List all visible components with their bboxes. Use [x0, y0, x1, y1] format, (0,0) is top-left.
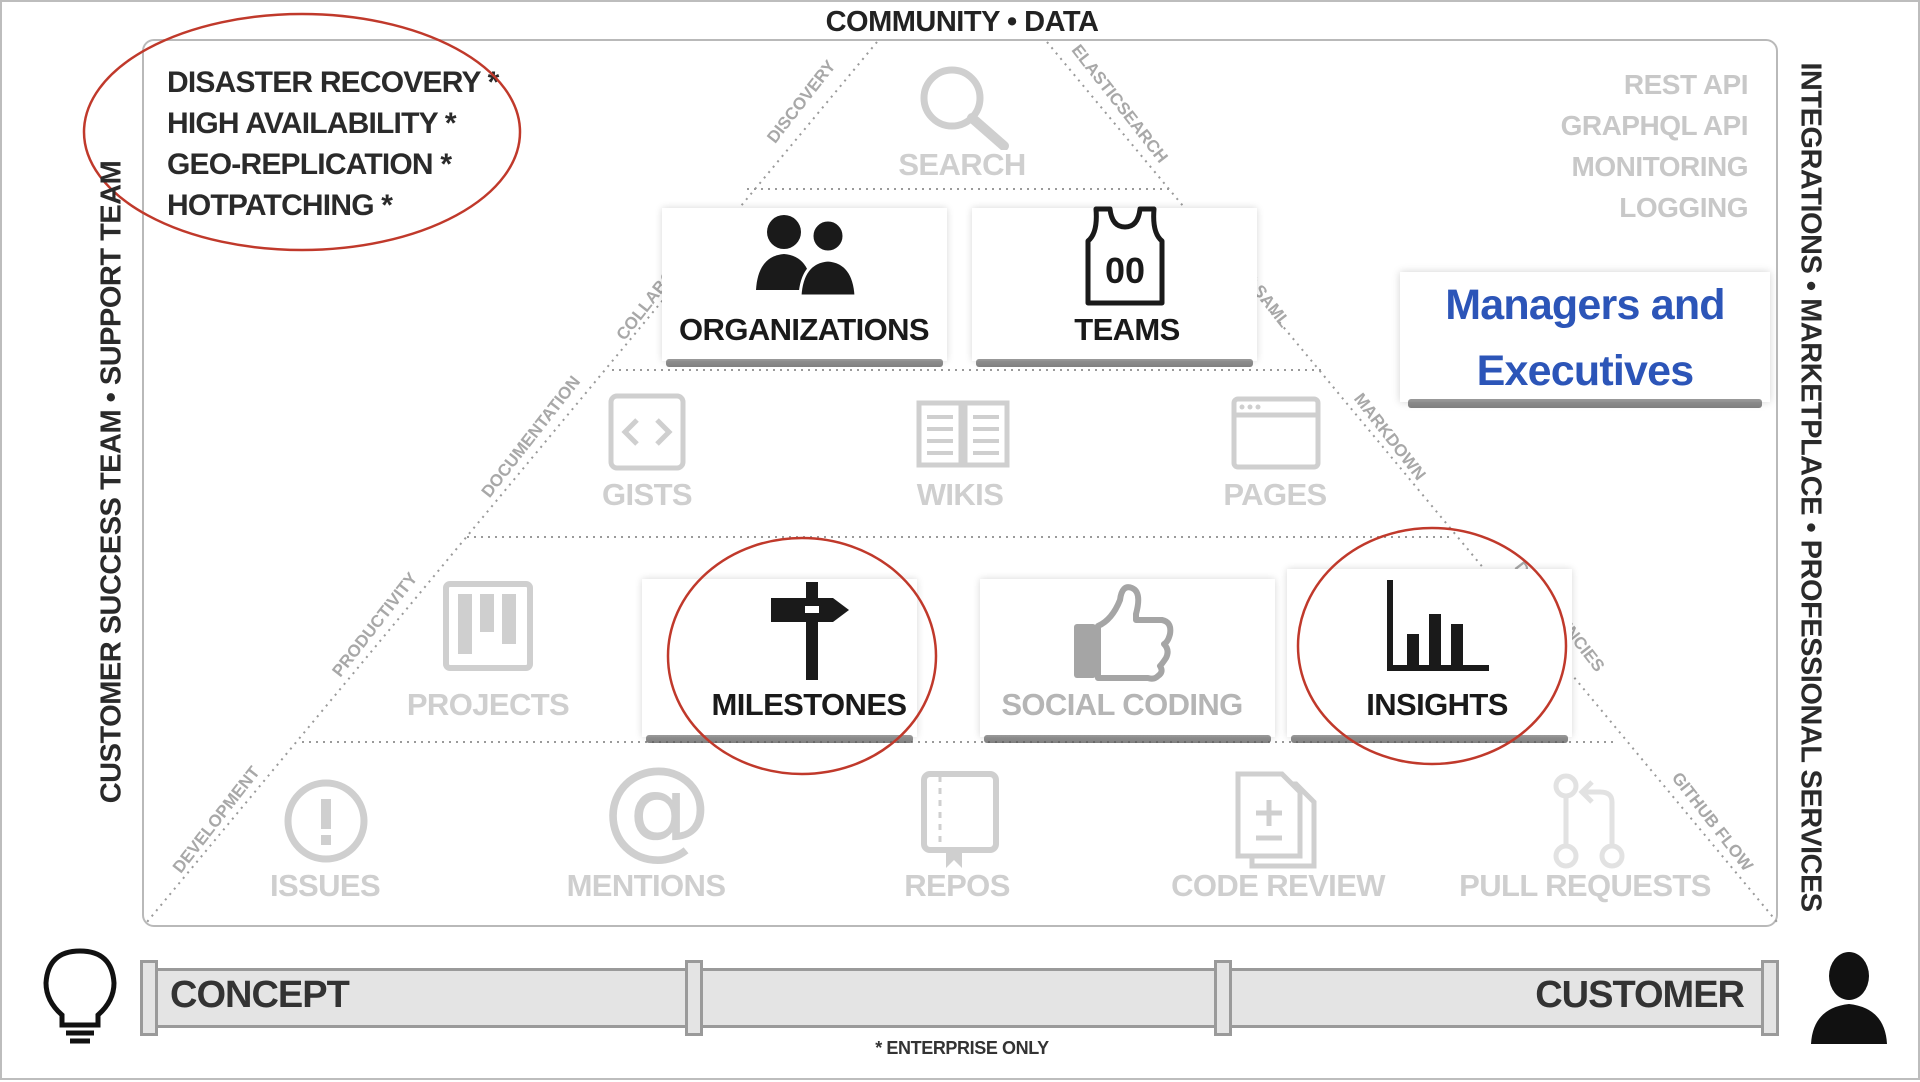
- item-milestones-label: MILESTONES: [711, 687, 908, 722]
- feature-monitoring: MONITORING: [1571, 151, 1749, 182]
- left-vertical-label: CUSTOMER SUCCESS TEAM • SUPPORT TEAM: [95, 160, 128, 804]
- feature-geo-replication: GEO-REPLICATION *: [167, 148, 452, 181]
- card-underline: [666, 359, 943, 367]
- item-projects-label: PROJECTS: [406, 687, 570, 722]
- item-repos-label: REPOS: [904, 868, 1010, 903]
- book-icon: [916, 400, 1010, 468]
- item-organizations-label: ORGANIZATIONS: [679, 312, 930, 347]
- diff-icon: [1235, 771, 1317, 869]
- project-board-icon: [443, 581, 533, 671]
- right-vertical-label: INTEGRATIONS • MARKETPLACE • PROFESSIONA…: [1794, 62, 1827, 912]
- issue-icon: [284, 779, 368, 863]
- audience-card-underline: [1408, 399, 1762, 408]
- audience-card: Managers and Executives: [1400, 272, 1770, 408]
- bar-graph-icon: [1387, 580, 1489, 671]
- lightbulb-icon: [43, 948, 117, 1044]
- card-underline: [984, 735, 1271, 743]
- feature-high-availability: HIGH AVAILABILITY *: [167, 107, 457, 140]
- timeline-cap-start: [140, 960, 158, 1036]
- timeline-cap-2: [1214, 960, 1232, 1036]
- feature-hotpatching: HOTPATCHING *: [167, 189, 393, 222]
- insights-highlight-circle: [1296, 526, 1568, 766]
- pull-request-icon: [1553, 773, 1625, 869]
- item-social-coding-label: SOCIAL CODING: [1001, 687, 1243, 722]
- card-underline: [1291, 735, 1568, 743]
- item-pages-label: PAGES: [1223, 477, 1327, 512]
- thumbs-up-icon: [1074, 584, 1174, 682]
- browser-icon: [1231, 396, 1321, 470]
- item-pull-requests-label: PULL REQUESTS: [1459, 868, 1711, 903]
- feature-disaster-recovery: DISASTER RECOVERY *: [167, 66, 499, 99]
- item-search-label: SEARCH: [898, 147, 1026, 182]
- search-icon: [920, 66, 1009, 150]
- signpost-icon: [771, 582, 849, 680]
- people-icon: [756, 215, 858, 297]
- item-code-review-label: CODE REVIEW: [1171, 868, 1385, 903]
- person-icon: [1811, 952, 1887, 1044]
- timeline-end-label: CUSTOMER: [1535, 974, 1745, 1016]
- timeline-bar: [144, 968, 1774, 1028]
- audience-line-1: Managers and: [1445, 281, 1725, 329]
- repo-icon: [921, 771, 999, 868]
- audience-line-2: Executives: [1476, 347, 1695, 395]
- item-issues-label: ISSUES: [269, 868, 381, 903]
- feature-logging: LOGGING: [1619, 192, 1748, 223]
- item-wikis-label: WIKIS: [916, 477, 1004, 512]
- enterprise-highlight-circle: [82, 12, 522, 252]
- item-mentions-label: MENTIONS: [566, 868, 726, 903]
- item-teams-label: TEAMS: [1074, 312, 1180, 347]
- timeline-start-label: CONCEPT: [170, 974, 350, 1016]
- feature-rest-api: REST API: [1623, 69, 1749, 100]
- timeline-cap-1: [685, 960, 703, 1036]
- footnote: * ENTERPRISE ONLY: [875, 1038, 1049, 1058]
- card-underline: [976, 359, 1253, 367]
- jersey-icon: 00: [1085, 206, 1165, 306]
- pyramid-frame: [142, 39, 1778, 927]
- feature-graphql-api: GRAPHQL API: [1560, 110, 1749, 141]
- card-underline: [646, 735, 913, 743]
- item-insights-label: INSIGHTS: [1366, 687, 1508, 722]
- timeline-cap-end: [1761, 960, 1779, 1036]
- milestones-highlight-circle: [666, 536, 938, 776]
- top-title: COMMUNITY • DATA: [825, 6, 1099, 38]
- code-icon: [608, 393, 686, 471]
- svg-text:00: 00: [1105, 250, 1145, 291]
- at-sign-icon: @: [602, 743, 712, 871]
- item-gists-label: GISTS: [601, 477, 693, 512]
- enterprise-features-list: DISASTER RECOVERY * HIGH AVAILABILITY * …: [167, 62, 499, 226]
- integration-features-list: REST API GRAPHQL API MONITORING LOGGING: [1560, 64, 1749, 228]
